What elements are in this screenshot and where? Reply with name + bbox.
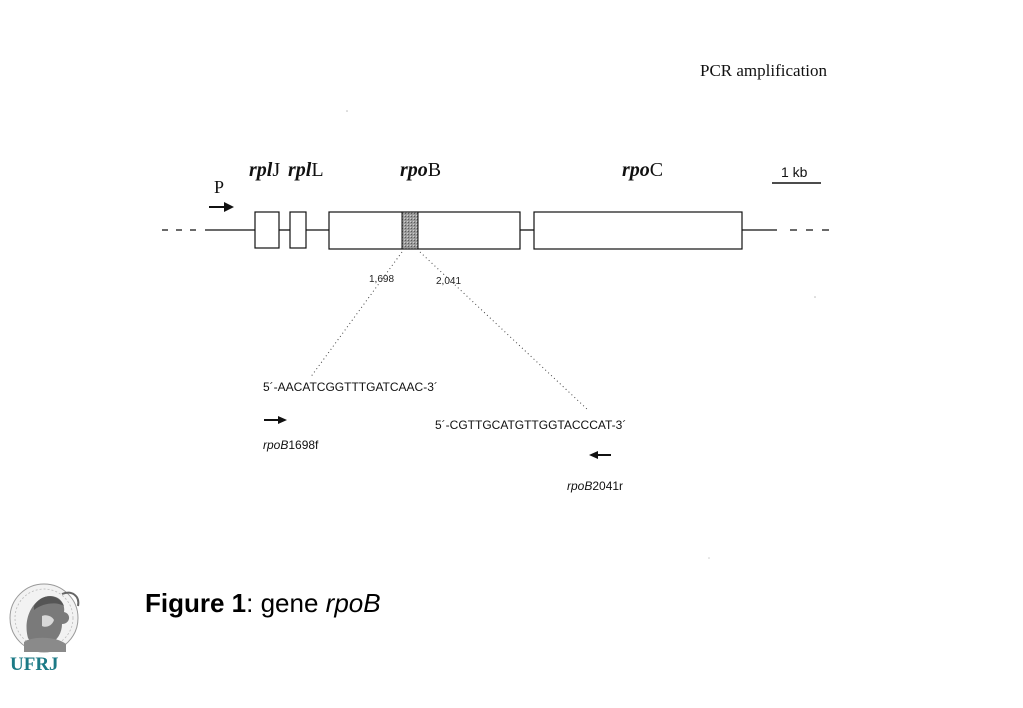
caption-gene-name: rpoB <box>325 588 381 618</box>
gene-box-rpoc <box>533 211 743 250</box>
figure-caption: Figure 1: gene rpoB <box>145 588 381 619</box>
logo-text: UFRJ <box>10 654 59 675</box>
scan-speck <box>346 110 348 112</box>
position-start-label: 1,698 <box>369 274 394 285</box>
gene-box-rplj <box>254 211 280 249</box>
gene-box-rpob <box>328 211 521 250</box>
amplified-region <box>401 211 419 250</box>
caption-text: : gene <box>246 588 326 618</box>
forward-primer-name: rpoB1698f <box>263 438 319 452</box>
scan-speck <box>708 557 710 559</box>
gene-label-rplj: rplJ <box>249 159 280 181</box>
gene-box-rpll <box>289 211 307 249</box>
gene-label-rpoc: rpoC <box>622 159 663 181</box>
reverse-primer-sequence: 5´-CGTTGCATGTTGGTACCCAT-3´ <box>435 418 626 432</box>
reverse-arrow-icon <box>589 451 611 459</box>
start-guide-line <box>309 251 403 379</box>
caption-figure-number: Figure 1 <box>145 588 247 618</box>
promoter-arrow-icon <box>209 202 234 212</box>
reverse-primer-name: rpoB2041r <box>567 479 623 493</box>
promoter-label: P <box>214 177 224 197</box>
gene-label-rpll: rplL <box>288 159 324 181</box>
ufrj-logo <box>9 583 80 653</box>
pcr-title: PCR amplification <box>700 61 828 80</box>
forward-primer-sequence: 5´-AACATCGGTTTGATCAAC-3´ <box>263 380 438 394</box>
minerva-emblem-icon <box>9 583 80 653</box>
end-guide-line <box>419 251 589 411</box>
position-end-label: 2,041 <box>436 276 461 287</box>
gene-label-rpob: rpoB <box>400 159 441 181</box>
scale-label: 1 kb <box>781 164 808 180</box>
forward-arrow-icon <box>264 416 287 424</box>
scan-speck <box>814 296 816 298</box>
